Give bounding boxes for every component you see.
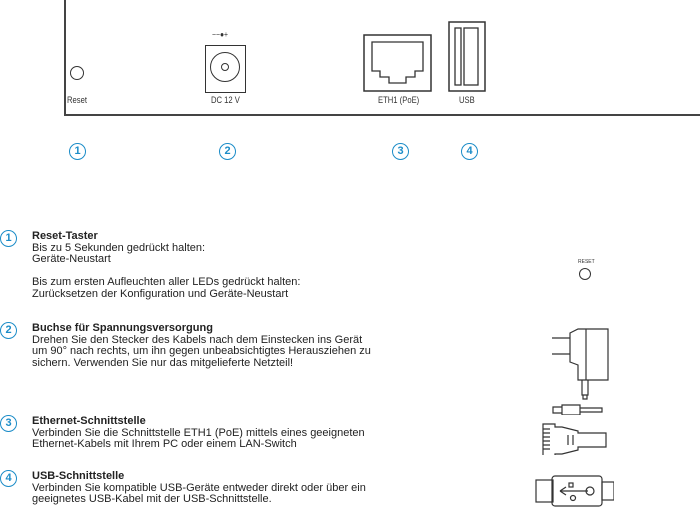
reset-hole-icon xyxy=(70,66,84,80)
device-rear-panel xyxy=(64,0,700,116)
marker-1: 1 xyxy=(69,143,86,160)
section-ethernet: Ethernet-Schnittstelle Verbinden Sie die… xyxy=(32,415,402,451)
section-usb: USB-Schnittstelle Verbinden Sie kompatib… xyxy=(32,470,402,506)
section-title: Ethernet-Schnittstelle xyxy=(32,415,146,427)
marker-3: 3 xyxy=(392,143,409,160)
section-number: 3 xyxy=(0,415,17,432)
dc-polarity-label: −−●+ xyxy=(212,30,229,39)
usb-label: USB xyxy=(459,95,475,105)
text-line: Bis zu 5 Sekunden gedrückt halten: xyxy=(32,241,206,254)
text-line: Zurücksetzen der Konfiguration und Gerät… xyxy=(32,287,289,300)
text-line: sichern. Verwenden Sie nur das mitgelief… xyxy=(32,356,294,369)
section-power: Buchse für Spannungsversorgung Drehen Si… xyxy=(32,322,402,369)
text-line: Ethernet-Kabels mit Ihrem PC oder einem … xyxy=(32,438,297,451)
usb-stick-icon xyxy=(535,475,614,507)
section-reset: Reset-Taster Bis zu 5 Sekunden gedrückt … xyxy=(32,230,402,301)
section-title: USB-Schnittstelle xyxy=(32,470,125,482)
text-line: um 90° nach rechts, um ihn gegen unbeabs… xyxy=(32,345,371,358)
usb-port-icon xyxy=(448,21,486,92)
reset-label: Reset xyxy=(67,95,87,105)
text-line: Drehen Sie den Stecker des Kabels nach d… xyxy=(32,333,363,346)
eth-label: ETH1 (PoE) xyxy=(378,95,420,105)
marker-2: 2 xyxy=(219,143,236,160)
section-title: Reset-Taster xyxy=(32,230,98,242)
power-adapter-icon xyxy=(552,328,609,415)
section-number: 2 xyxy=(0,322,17,339)
ethernet-port-icon xyxy=(363,34,432,92)
text-line: geeignetes USB-Kabel mit der USB-Schnitt… xyxy=(32,493,272,506)
dc-jack-icon xyxy=(205,45,246,93)
marker-4: 4 xyxy=(461,143,478,160)
ethernet-cable-icon xyxy=(542,423,607,455)
dc-label: DC 12 V xyxy=(211,95,240,105)
text-line: Geräte-Neustart xyxy=(32,253,111,266)
reset-button-icon xyxy=(579,268,591,280)
section-title: Buchse für Spannungsversorgung xyxy=(32,322,213,334)
text-line: Verbinden Sie die Schnittstelle ETH1 (Po… xyxy=(32,426,365,439)
text-line: Bis zum ersten Aufleuchten aller LEDs ge… xyxy=(32,276,301,289)
text-line: Verbinden Sie kompatible USB-Geräte entw… xyxy=(32,481,366,494)
section-number: 4 xyxy=(0,470,17,487)
section-number: 1 xyxy=(0,230,17,247)
reset-icon-label: RESET xyxy=(578,259,595,265)
